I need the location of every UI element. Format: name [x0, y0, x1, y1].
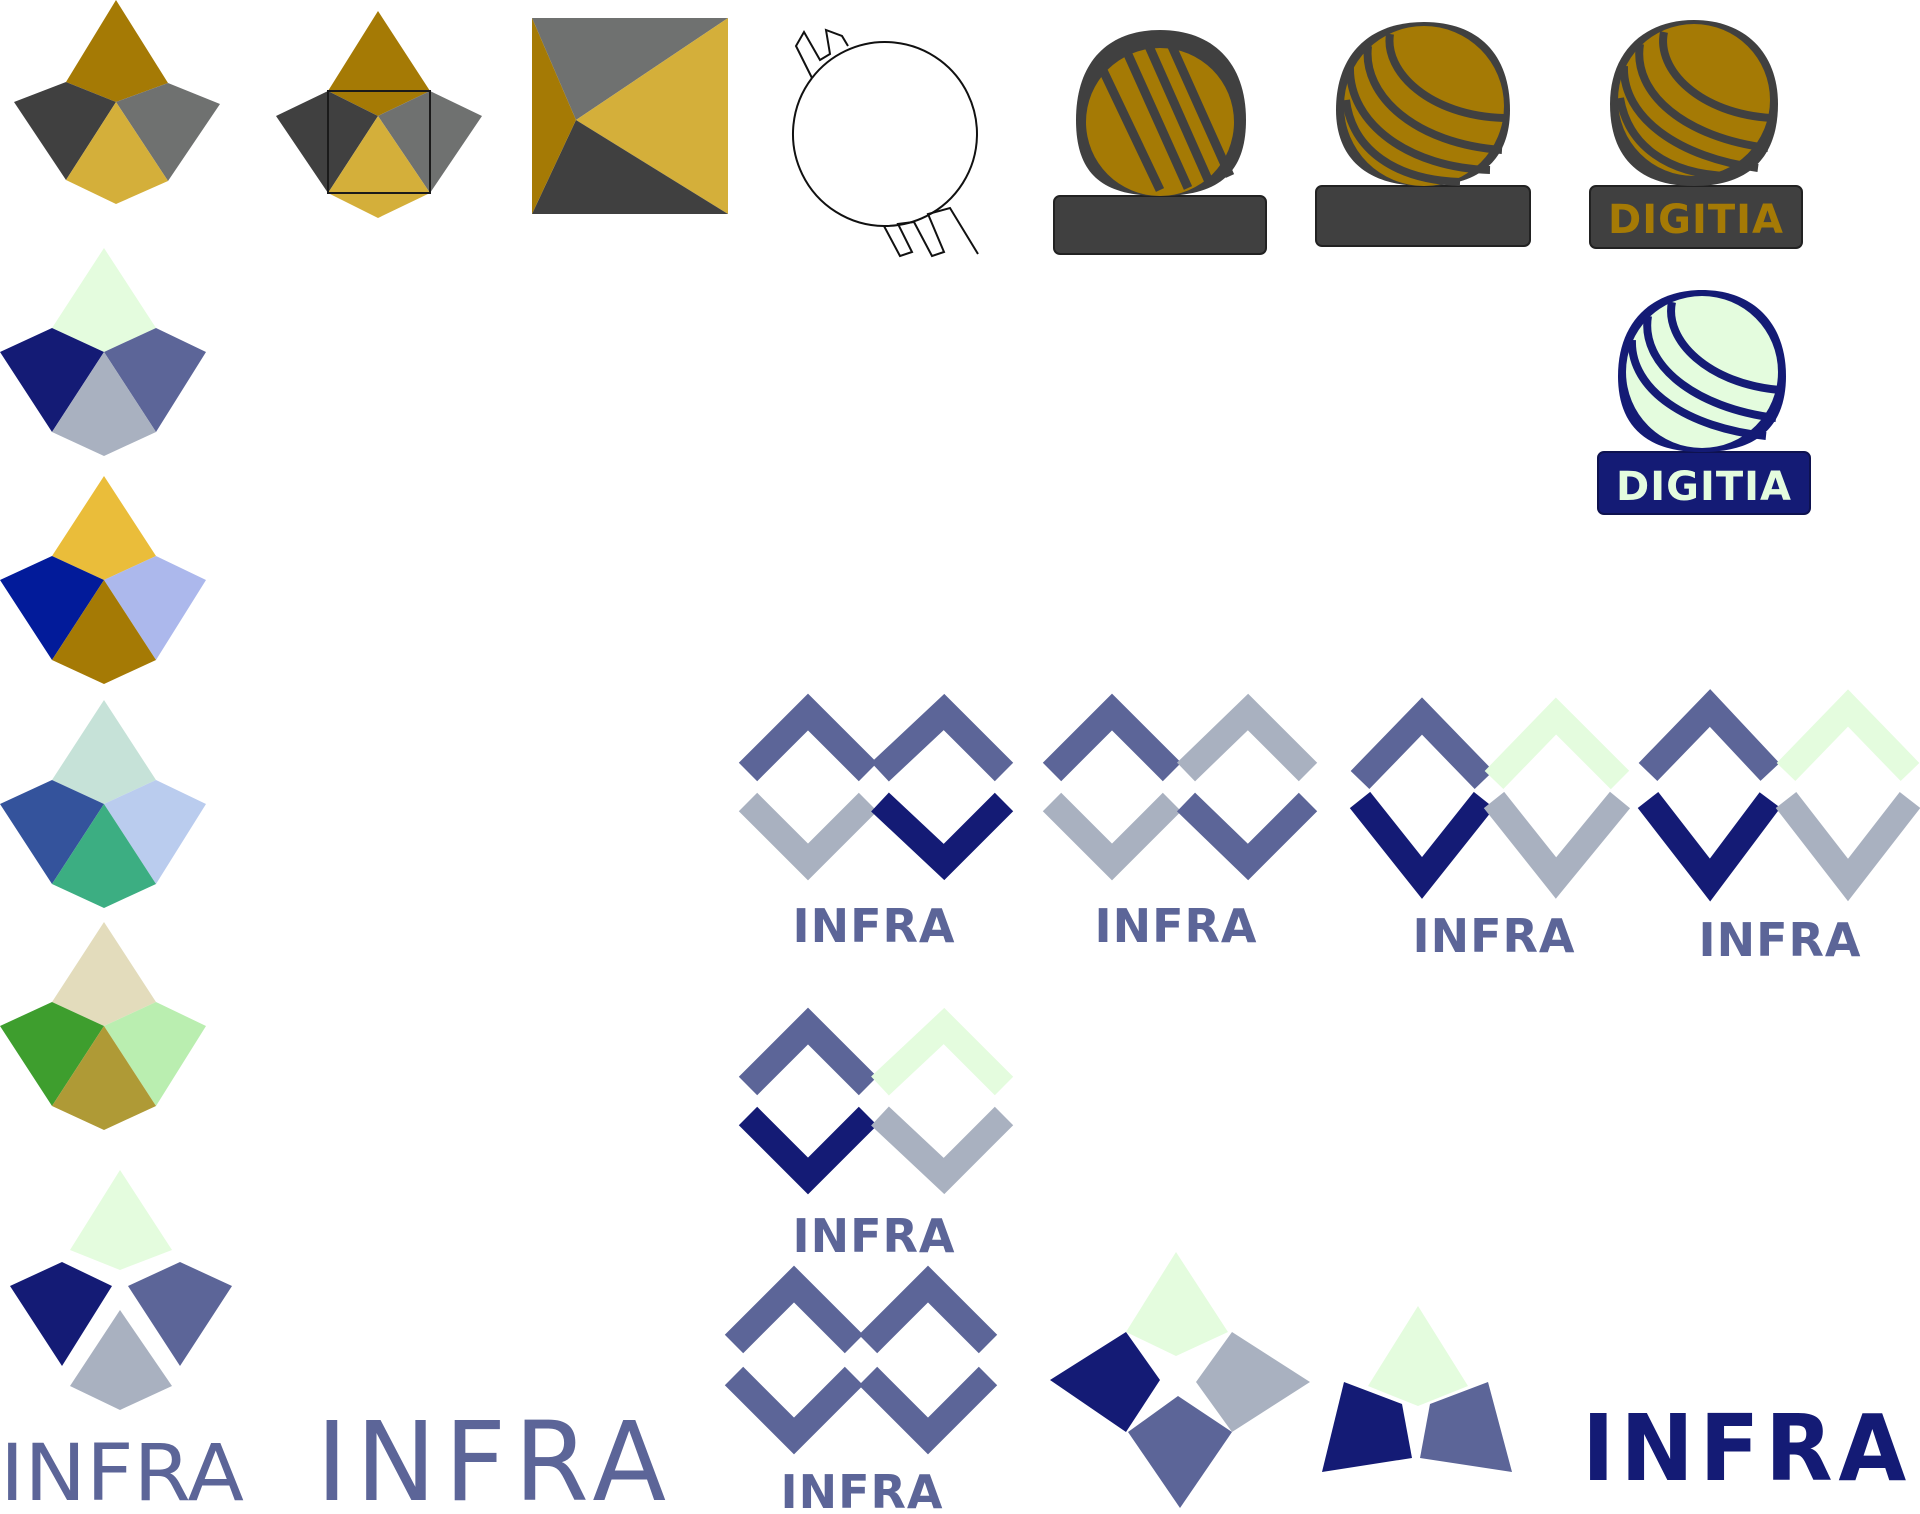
infra-wordmark-5: INFRA: [792, 1209, 955, 1263]
digitia-mint-text: DIGITIA: [1616, 464, 1792, 510]
gold-globe-badge-digitia: DIGITIA: [1589, 20, 1803, 249]
green-diamond-mark: [0, 922, 206, 1130]
mint-globe-badge-digitia: DIGITIA: [1597, 290, 1811, 515]
infra-wordmark-4: INFRA: [1698, 913, 1861, 967]
split-diamond-mark: [10, 1170, 232, 1410]
infra-wordmark-2: INFRA: [1094, 899, 1257, 953]
infra-wordmark-wide: INFRA: [316, 1398, 674, 1514]
navy-diamond-mark: [0, 248, 206, 456]
infra-chevron-mark-2: [1042, 693, 1318, 881]
infra-wordmark-heavy: INFRA: [1582, 1395, 1912, 1502]
infra-chevron-mark-5: [738, 1007, 1014, 1195]
infra-chevron-mark-3: [1349, 697, 1631, 899]
gold-diamond-mark: [14, 0, 220, 204]
infra-chevron-mark-4: [1637, 689, 1920, 902]
infra-chevron-mark-1: [738, 693, 1014, 881]
gold-globe-badge-striped: [1053, 30, 1267, 255]
infra-wordmark-1: INFRA: [792, 899, 955, 953]
infra-wordmark-6: INFRA: [780, 1465, 943, 1514]
infra-pinwheel-mark: [1050, 1252, 1310, 1508]
digitia-gold-text: DIGITIA: [1608, 197, 1784, 243]
gold-square-mark: [532, 18, 728, 214]
blue-gold-diamond-mark: [0, 476, 206, 684]
gold-diamond-mark-with-grid: [276, 11, 482, 218]
infra-fan-mark: [1322, 1306, 1512, 1472]
infra-wordmark-thin: INFRA: [0, 1429, 244, 1514]
teal-diamond-mark: [0, 700, 206, 908]
infra-wordmark-3: INFRA: [1412, 909, 1575, 963]
infra-chevron-mark-6: [724, 1265, 998, 1455]
outline-globe-sketch: [792, 28, 979, 258]
gold-globe-badge-curved: [1315, 22, 1531, 247]
